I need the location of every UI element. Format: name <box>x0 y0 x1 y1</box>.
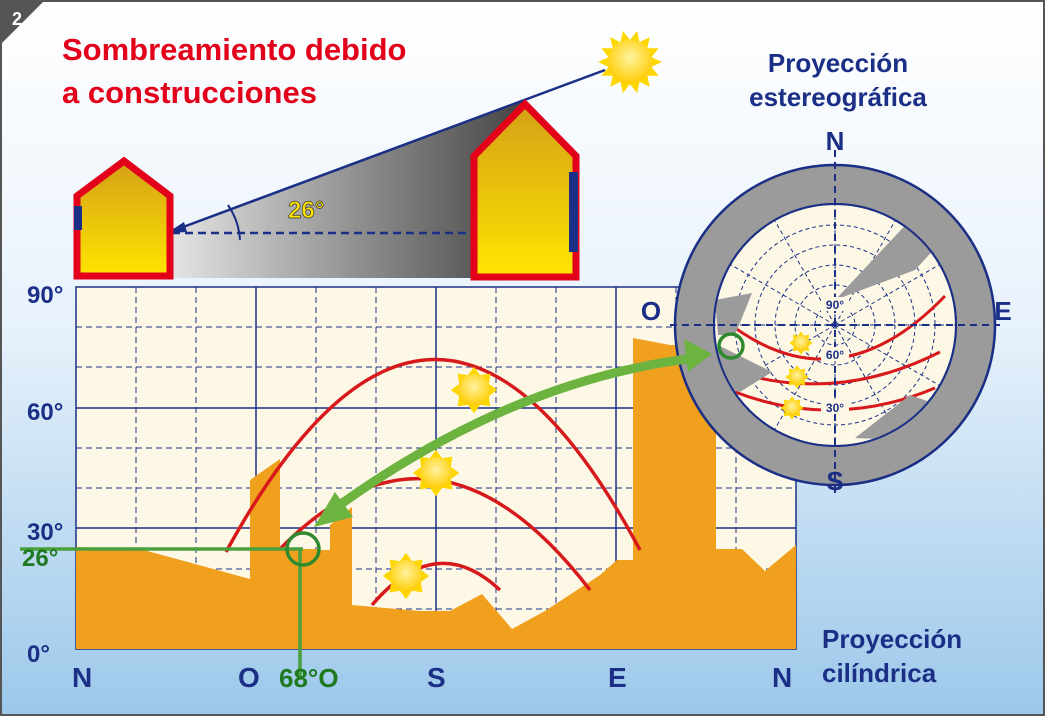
green-arrow-icon <box>314 339 712 527</box>
angle-arc <box>227 204 241 241</box>
cylindrical-title-line2: cilíndrica <box>822 658 937 688</box>
x-tick-e: E <box>608 662 627 693</box>
sun-icon <box>789 331 813 355</box>
stereo-ring-90: 90° <box>826 298 844 312</box>
obstruction-profile <box>76 338 796 649</box>
stereo-obstruction-wedge-ne <box>835 215 940 300</box>
stereo-compass-s: S <box>826 466 843 496</box>
cylindrical-title-line1: Proyección <box>822 624 962 654</box>
main-title-line1: Sombreamiento debido <box>62 32 406 67</box>
corner-tab <box>1 1 44 44</box>
y-tick-30: 30° <box>27 519 63 546</box>
x-tick-68o: 68°O <box>279 663 339 693</box>
angle-label: 26° <box>288 197 324 224</box>
figure-number: 2 <box>12 9 22 29</box>
stereo-compass-e: E <box>994 296 1011 326</box>
x-tick-o: O <box>238 662 260 693</box>
y-tick-26: 26° <box>22 545 58 572</box>
stereo-title-line1: Proyección <box>768 48 908 78</box>
house-icon <box>73 156 174 280</box>
stereo-ring-60: 60° <box>826 348 844 362</box>
stereo-compass-o: O <box>641 296 661 326</box>
y-tick-60: 60° <box>27 399 63 426</box>
obstruction-point-marker <box>285 531 321 567</box>
sun-icon <box>598 30 662 94</box>
tall-building-icon <box>470 99 580 281</box>
sun-icon <box>382 552 430 600</box>
stereographic-projection: N S E O 90° 60° 30° <box>641 126 1012 498</box>
stereo-compass-n: N <box>826 126 845 156</box>
y-tick-0: 0° <box>27 641 50 668</box>
x-tick-s: S <box>427 662 446 693</box>
x-tick-n-left: N <box>72 662 92 693</box>
sun-ray-line <box>166 68 606 235</box>
sun-icon <box>450 366 498 414</box>
stereo-title-line2: estereográfica <box>749 82 927 112</box>
main-title-line2: a construcciones <box>62 75 317 110</box>
sun-icon <box>785 365 809 389</box>
sun-icon <box>780 396 804 420</box>
stereo-obstruction-point-marker <box>717 332 745 360</box>
sun-icon <box>412 449 460 497</box>
x-tick-n-right: N <box>772 662 792 693</box>
sun-shape <box>598 30 662 94</box>
stereo-ring-30: 30° <box>826 401 844 415</box>
y-tick-90: 90° <box>27 282 63 309</box>
